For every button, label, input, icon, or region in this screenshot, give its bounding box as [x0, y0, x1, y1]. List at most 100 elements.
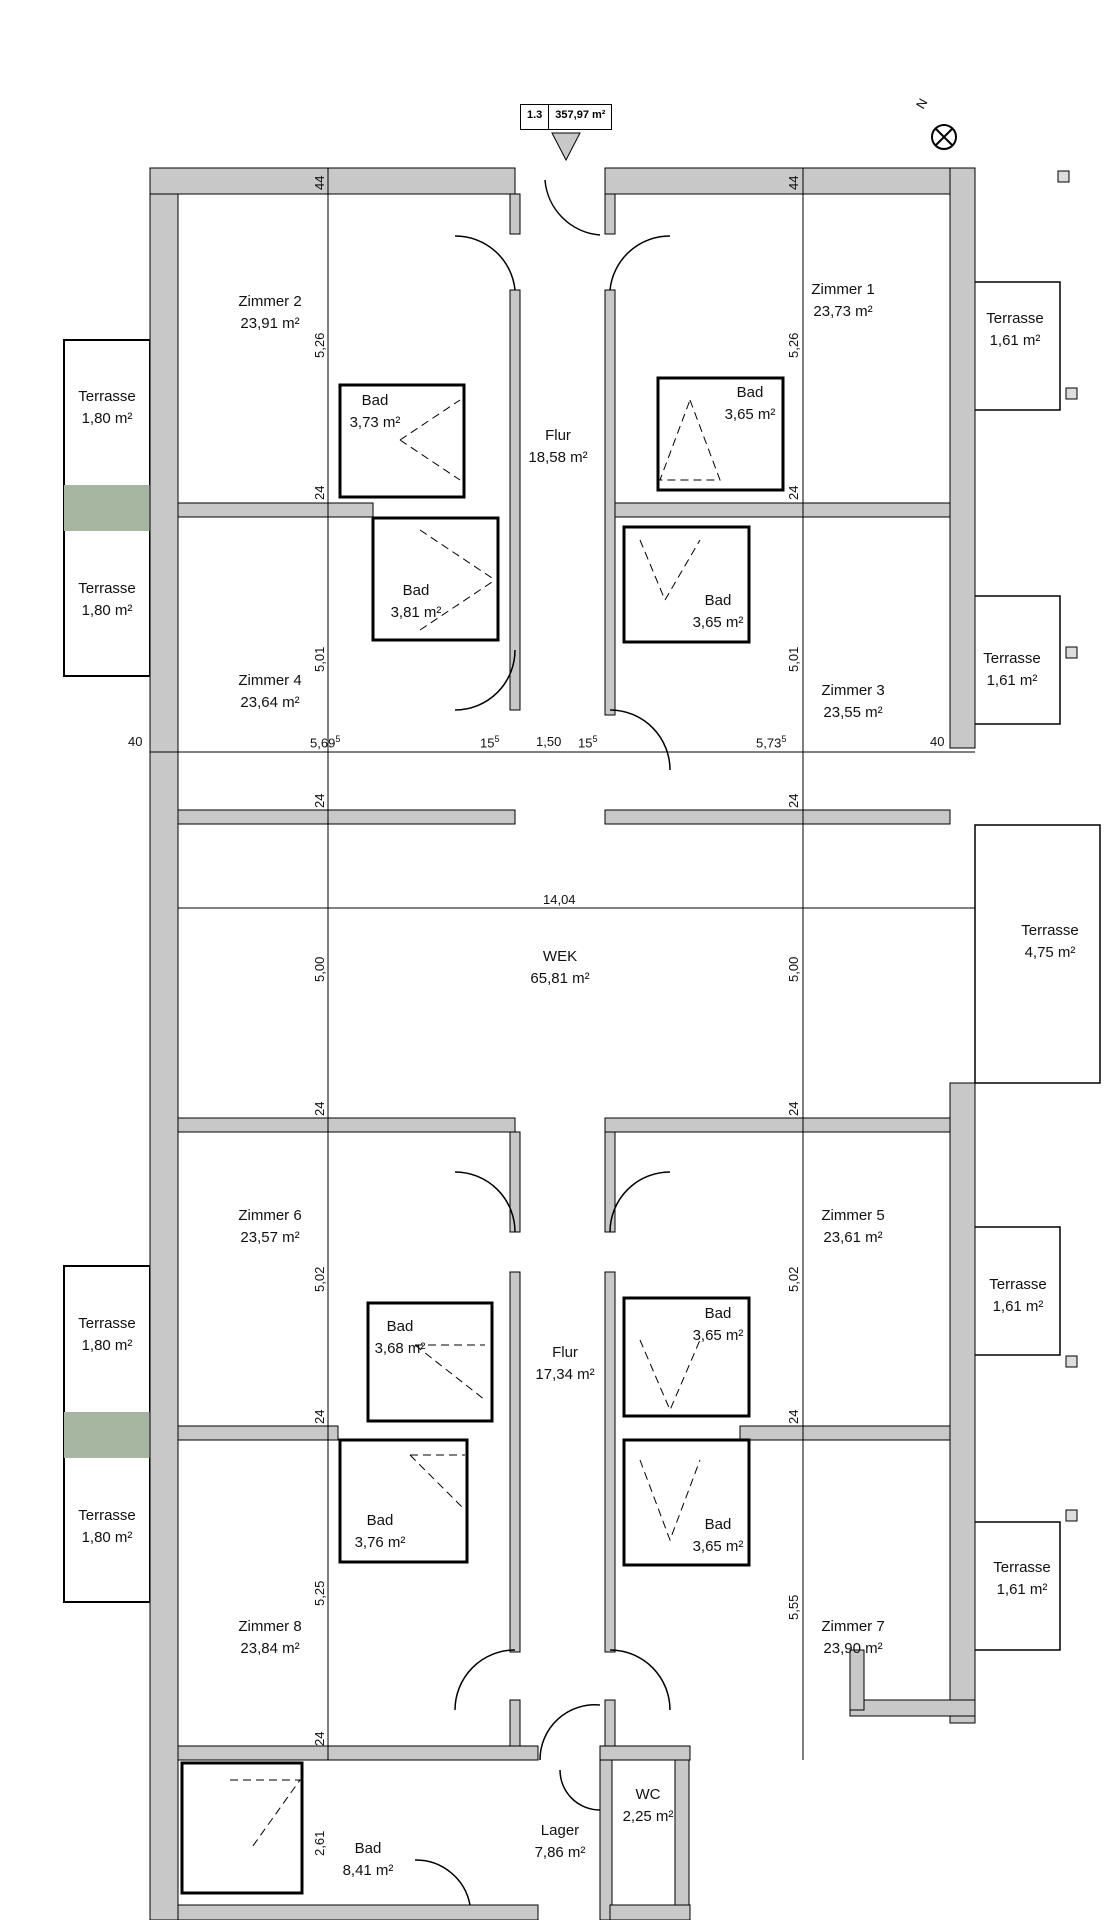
room-zimmer1: Zimmer 1 23,73 m²	[811, 279, 874, 323]
dim-500-left: 5,00	[312, 956, 327, 982]
dim-value: 5,69	[310, 735, 336, 751]
room-area: 1,80 m²	[81, 1337, 133, 1354]
dim-501-left: 5,01	[312, 646, 327, 672]
dim-501-right: 5,01	[786, 646, 801, 672]
room-area: 3,81 m²	[390, 604, 442, 621]
room-name: Bad	[736, 384, 764, 401]
dim-526-left: 5,26	[312, 332, 327, 358]
dim-24: 24	[786, 485, 801, 500]
room-name: Flur	[552, 1344, 578, 1361]
room-bad-z5: Bad 3,65 m²	[693, 1303, 744, 1347]
room-name: Terrasse	[993, 1559, 1051, 1576]
dim-526-right: 5,26	[786, 332, 801, 358]
room-name: Bad	[704, 592, 732, 609]
dim-155-a: 155	[480, 734, 499, 750]
room-name: Zimmer 6	[238, 1207, 302, 1224]
level-marker-icon	[551, 132, 581, 162]
terraces-right	[959, 281, 1101, 1651]
room-bad-z1: Bad 3,65 m²	[725, 382, 776, 426]
room-name: Bad	[386, 1318, 414, 1335]
room-area: 4,75 m²	[1024, 944, 1076, 961]
shower-dashes	[230, 398, 721, 1851]
room-area: 2,25 m²	[622, 1808, 674, 1825]
dim-40-right: 40	[930, 734, 945, 749]
dim-502-right: 5,02	[786, 1266, 801, 1292]
markers	[1057, 170, 1078, 1522]
room-name: Flur	[545, 427, 571, 444]
room-name: Zimmer 1	[811, 281, 875, 298]
room-area: 3,68 m²	[374, 1340, 426, 1357]
dim-superscript: 5	[592, 734, 598, 744]
room-name: Zimmer 5	[821, 1207, 885, 1224]
dim-24: 24	[312, 485, 327, 500]
walls	[149, 167, 976, 1920]
dimension-lines	[150, 168, 975, 1760]
room-name: Terrasse	[986, 310, 1044, 327]
dim-24: 24	[312, 1731, 327, 1746]
dim-555: 5,55	[786, 1594, 801, 1620]
room-area: 18,58 m²	[528, 449, 588, 466]
level-id: 1.3	[527, 109, 543, 121]
level-total-area: 357,97 m²	[548, 105, 611, 129]
room-area: 3,76 m²	[354, 1534, 406, 1551]
room-area: 23,61 m²	[823, 1229, 883, 1246]
terrasse-right-4: Terrasse 1,61 m²	[993, 1557, 1051, 1601]
room-name: Terrasse	[78, 1507, 136, 1524]
room-name: Terrasse	[1021, 922, 1079, 939]
dim-502-left: 5,02	[312, 1266, 327, 1292]
level-tag: 1.3 357,97 m²	[520, 104, 613, 130]
room-area: 1,61 m²	[996, 1581, 1048, 1598]
room-area: 1,61 m²	[989, 332, 1041, 349]
dim-1404: 14,04	[543, 892, 576, 907]
dim-value: 15	[578, 735, 593, 751]
room-name: WC	[635, 1786, 661, 1803]
room-name: WEK	[542, 948, 578, 965]
terrasse-right-1: Terrasse 1,61 m²	[986, 308, 1044, 352]
room-area: 23,55 m²	[823, 704, 883, 721]
planter	[64, 485, 150, 531]
room-name: Zimmer 3	[821, 682, 885, 699]
room-area: 1,80 m²	[81, 1529, 133, 1546]
room-area: 3,73 m²	[349, 414, 401, 431]
room-area: 3,65 m²	[692, 1327, 744, 1344]
room-area: 23,64 m²	[240, 694, 300, 711]
room-area: 1,61 m²	[986, 672, 1038, 689]
dim-500-right: 5,00	[786, 956, 801, 982]
room-name: Bad	[704, 1516, 732, 1533]
room-name: Terrasse	[989, 1276, 1047, 1293]
room-name: Terrasse	[983, 650, 1041, 667]
room-area: 23,73 m²	[813, 303, 873, 320]
doors	[414, 179, 671, 1906]
room-name: Zimmer 2	[238, 293, 302, 310]
dim-superscript: 5	[494, 734, 500, 744]
dim-155-b: 155	[578, 734, 597, 750]
dim-150: 1,50	[536, 734, 562, 749]
terrasse-right-3: Terrasse 1,61 m²	[989, 1274, 1047, 1318]
room-area: 1,61 m²	[992, 1298, 1044, 1315]
terrasse-left-4: Terrasse 1,80 m²	[78, 1505, 136, 1549]
room-area: 3,65 m²	[724, 406, 776, 423]
room-flur1: Flur 18,58 m²	[528, 425, 587, 469]
room-zimmer5: Zimmer 5 23,61 m²	[821, 1205, 884, 1249]
room-name: Bad	[704, 1305, 732, 1322]
planter	[64, 1412, 150, 1458]
dim-24: 24	[312, 793, 327, 808]
room-area: 23,57 m²	[240, 1229, 300, 1246]
room-area: 23,90 m²	[823, 1640, 883, 1657]
dim-261: 2,61	[312, 1830, 327, 1856]
terrasse-wek: Terrasse 4,75 m²	[1021, 920, 1079, 964]
